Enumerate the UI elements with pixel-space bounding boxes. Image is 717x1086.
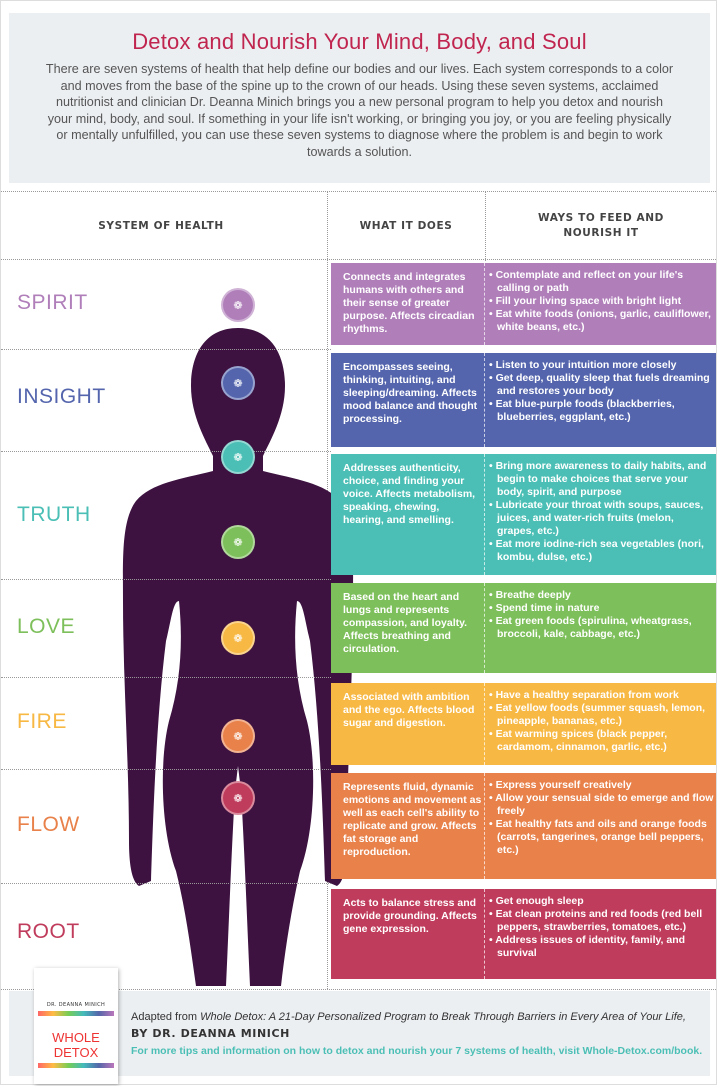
book-title: Whole Detox: A 21-Day Personalized Progr…: [200, 1011, 686, 1023]
page-title: Detox and Nourish Your Mind, Body, and S…: [132, 29, 587, 54]
divider: [1, 349, 331, 350]
column-header-ways: WAYS TO FEED AND NOURISH IT: [538, 212, 664, 239]
adapted-credit: Adapted from Whole Detox: A 21-Day Perso…: [131, 1011, 686, 1023]
book-cover-image: DR. DEANNA MINICH WHOLE DETOX: [34, 968, 118, 1084]
system-label-fire: FIRE: [17, 710, 67, 733]
list-item: Eat clean proteins and red foods (red be…: [489, 908, 714, 934]
system-box-flow: Represents fluid, dynamic emotions and m…: [331, 773, 716, 879]
list-item: Listen to your intuition more closely: [489, 359, 714, 372]
author-credit: BY DR. DEANNA MINICH: [131, 1027, 290, 1040]
chakra-icon-truth: ❁: [221, 440, 255, 474]
list-item: Bring more awareness to daily habits, an…: [489, 460, 714, 499]
ways-list: Listen to your intuition more closelyGet…: [489, 359, 714, 424]
book-cover-title: WHOLE DETOX: [52, 1030, 100, 1060]
list-item: Eat blue-purple foods (blackberries, blu…: [489, 398, 714, 424]
system-box-spirit: Connects and integrates humans with othe…: [331, 263, 716, 345]
ways-list: Express yourself creativelyAllow your se…: [489, 779, 714, 857]
list-item: Spend time in nature: [489, 602, 714, 615]
divider: [485, 191, 486, 261]
list-item: Have a healthy separation from work: [489, 689, 714, 702]
footer-panel: Adapted from Whole Detox: A 21-Day Perso…: [9, 991, 710, 1076]
list-item: Eat yellow foods (summer squash, lemon, …: [489, 702, 714, 728]
divider: [1, 191, 717, 192]
ways-list: Have a healthy separation from workEat y…: [489, 689, 714, 754]
divider: [1, 579, 331, 580]
system-box-truth: Addresses authenticity, choice, and find…: [331, 454, 716, 575]
ways-list: Contemplate and reflect on your life's c…: [489, 269, 714, 334]
system-label-love: LOVE: [17, 615, 76, 638]
adapted-prefix: Adapted from: [131, 1011, 201, 1023]
chakra-icon-root: ❁: [221, 781, 255, 815]
list-item: Eat white foods (onions, garlic, caulifl…: [489, 308, 714, 334]
divider: [1, 883, 331, 884]
what-it-does: Addresses authenticity, choice, and find…: [343, 462, 476, 526]
what-it-does: Associated with ambition and the ego. Af…: [343, 691, 475, 729]
system-box-love: Based on the heart and lungs and represe…: [331, 583, 716, 673]
what-it-does: Acts to balance stress and provide groun…: [343, 897, 477, 935]
column-header-what: WHAT IT DOES: [359, 220, 453, 232]
list-item: Express yourself creatively: [489, 779, 714, 792]
intro-text: There are seven systems of health that h…: [45, 62, 674, 159]
list-item: Allow your sensual side to emerge and fl…: [489, 792, 714, 818]
system-label-truth: TRUTH: [17, 503, 91, 526]
system-label-root: ROOT: [17, 920, 80, 943]
list-item: Eat warming spices (black pepper, cardam…: [489, 728, 714, 754]
list-item: Eat green foods (spirulina, wheatgrass, …: [489, 615, 714, 641]
what-it-does: Connects and integrates humans with othe…: [343, 271, 475, 335]
what-it-does: Based on the heart and lungs and represe…: [343, 591, 468, 655]
list-item: Contemplate and reflect on your life's c…: [489, 269, 714, 295]
divider: [1, 259, 717, 260]
divider: [1, 451, 331, 452]
ways-list: Breathe deeplySpend time in natureEat gr…: [489, 589, 714, 641]
system-box-fire: Associated with ambition and the ego. Af…: [331, 683, 716, 765]
list-item: Get enough sleep: [489, 895, 714, 908]
book-cover-author: DR. DEANNA MINICH: [46, 1002, 106, 1008]
ways-list: Bring more awareness to daily habits, an…: [489, 460, 714, 564]
list-item: Fill your living space with bright light: [489, 295, 714, 308]
divider: [1, 677, 331, 678]
list-item: Eat healthy fats and oils and orange foo…: [489, 818, 714, 857]
list-item: Breathe deeply: [489, 589, 714, 602]
chakra-icon-spirit: ❁: [221, 288, 255, 322]
divider: [1, 989, 717, 990]
chakra-icon-insight: ❁: [221, 366, 255, 400]
chakra-icon-love: ❁: [221, 525, 255, 559]
list-item: Eat more iodine-rich sea vegetables (nor…: [489, 538, 714, 564]
list-item: Lubricate your throat with soups, sauces…: [489, 499, 714, 538]
column-header-system: SYSTEM OF HEALTH: [98, 220, 224, 232]
divider: [1, 769, 331, 770]
what-it-does: Represents fluid, dynamic emotions and m…: [343, 781, 482, 858]
what-it-does: Encompasses seeing, thinking, intuiting,…: [343, 361, 478, 425]
system-label-spirit: SPIRIT: [17, 291, 88, 314]
intro-panel: Detox and Nourish Your Mind, Body, and S…: [9, 13, 710, 183]
list-item: Get deep, quality sleep that fuels dream…: [489, 372, 714, 398]
list-item: Address issues of identity, family, and …: [489, 934, 714, 960]
ways-list: Get enough sleepEat clean proteins and r…: [489, 895, 714, 960]
chakra-icon-fire: ❁: [221, 621, 255, 655]
system-label-flow: FLOW: [17, 813, 80, 836]
website-cta[interactable]: For more tips and information on how to …: [131, 1045, 703, 1057]
system-box-root: Acts to balance stress and provide groun…: [331, 889, 716, 979]
system-box-insight: Encompasses seeing, thinking, intuiting,…: [331, 353, 716, 447]
system-label-insight: INSIGHT: [17, 385, 106, 408]
chakra-icon-flow: ❁: [221, 719, 255, 753]
